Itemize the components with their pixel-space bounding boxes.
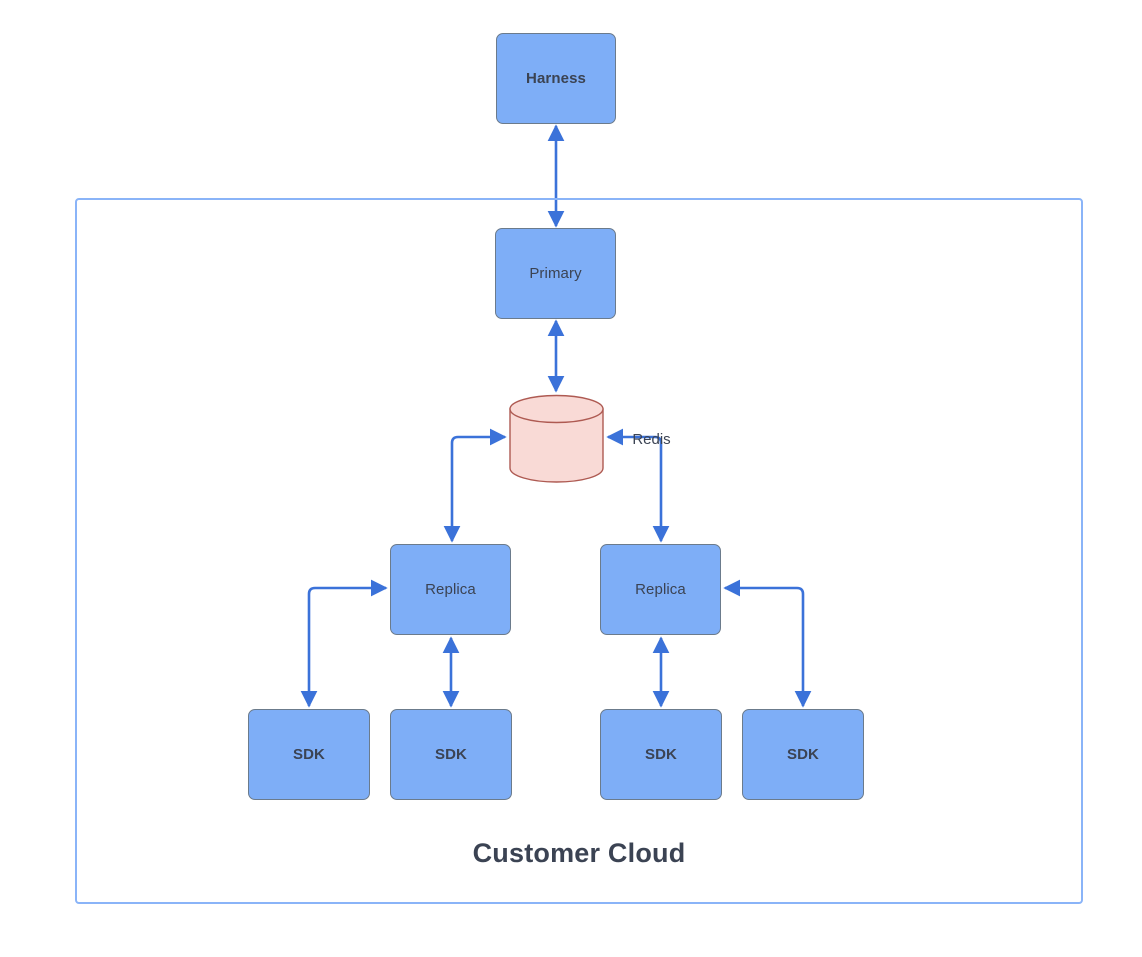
node-replica-2[interactable]: Replica (600, 544, 721, 635)
customer-cloud-boundary (75, 198, 1083, 904)
node-sdk-1[interactable]: SDK (248, 709, 370, 800)
node-replica-1[interactable]: Replica (390, 544, 511, 635)
node-replica-2-label: Replica (635, 581, 686, 598)
node-primary[interactable]: Primary (495, 228, 616, 319)
node-replica-1-label: Replica (425, 581, 476, 598)
node-harness[interactable]: Harness (496, 33, 616, 124)
edge-sdk4-replica2 (723, 579, 812, 708)
cylinder-shape (509, 394, 604, 483)
node-sdk-2-label: SDK (435, 746, 467, 763)
edge-replica2-redis (606, 428, 670, 543)
node-redis[interactable]: Redis (509, 394, 671, 483)
edge-replica1-redis (443, 428, 507, 543)
node-sdk-4-label: SDK (787, 746, 819, 763)
node-sdk-3-label: SDK (645, 746, 677, 763)
node-sdk-2[interactable]: SDK (390, 709, 512, 800)
edge-sdk1-replica1 (300, 579, 388, 708)
node-sdk-4[interactable]: SDK (742, 709, 864, 800)
node-sdk-3[interactable]: SDK (600, 709, 722, 800)
customer-cloud-title: Customer Cloud (472, 838, 686, 868)
node-primary-label: Primary (529, 265, 582, 282)
node-sdk-1-label: SDK (293, 746, 325, 763)
node-harness-label: Harness (526, 70, 586, 87)
